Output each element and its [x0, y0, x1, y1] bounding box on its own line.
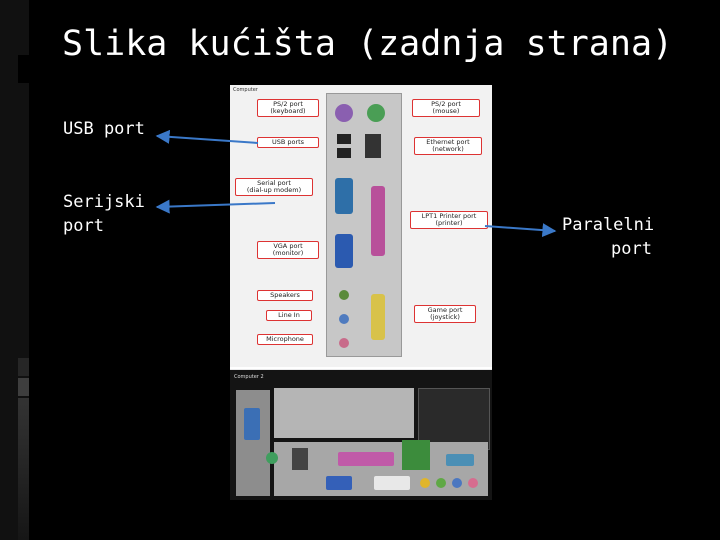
tag-vga-port: VGA port (monitor): [257, 241, 319, 259]
game-port-connector: [371, 294, 385, 340]
tag-usb-ports: USB ports: [257, 137, 319, 148]
psu-plate: [236, 390, 270, 496]
line-in-jack: [339, 314, 349, 324]
ps2-keyboard-connector: [335, 104, 353, 122]
audio-jack-yellow: [420, 478, 430, 488]
tag-serial-port: Serial port (dial-up modem): [235, 178, 313, 196]
dvi-connector-real: [374, 476, 410, 490]
parallel-connector: [371, 186, 385, 256]
serial-port-label: Serijski port: [63, 192, 145, 236]
speakers-jack: [339, 290, 349, 300]
usb-connector-2: [337, 148, 351, 158]
accent-stripe-2: [18, 378, 29, 396]
microphone-jack: [339, 338, 349, 348]
serial-connector-real: [244, 408, 260, 440]
sticker-badge: [402, 440, 430, 470]
parallel-port-label: Paralelni port: [562, 215, 655, 259]
ps2-mouse-real: [266, 452, 278, 464]
vga-connector: [335, 234, 353, 268]
accent-stripe-1: [18, 358, 29, 376]
photo-caption-bottom: Computer 2: [234, 374, 264, 380]
tag-game-port: Game port (joystick): [414, 305, 476, 323]
expansion-slots: [274, 388, 414, 438]
card-bracket: [418, 388, 490, 450]
parallel-arrow: [484, 223, 557, 238]
photo-caption-top: Computer: [233, 87, 258, 93]
audio-jack-blue: [452, 478, 462, 488]
serial-connector: [335, 178, 353, 214]
accent-stripe-3: [18, 398, 29, 540]
tag-ethernet: Ethernet port (network): [414, 137, 482, 155]
vga-connector-real: [326, 476, 352, 490]
ethernet-connector: [365, 134, 381, 158]
photo-panel-real: Computer 2: [230, 370, 492, 500]
usb-connector-1: [337, 134, 351, 144]
photo-panel-labeled: Computer PS/2 port (keyboard) USB ports …: [230, 85, 492, 369]
game-port-real: [446, 454, 474, 466]
tag-lpt1-printer: LPT1 Printer port (printer): [410, 211, 488, 229]
tag-ps2-mouse: PS/2 port (mouse): [412, 99, 480, 117]
tag-ps2-keyboard: PS/2 port (keyboard): [257, 99, 319, 117]
ps2-mouse-connector: [367, 104, 385, 122]
io-shield: [326, 93, 402, 357]
ethernet-real: [292, 448, 308, 470]
parallel-connector-real: [338, 452, 394, 466]
audio-jack-pink: [468, 478, 478, 488]
slide-title: Slika kućišta (zadnja strana): [62, 24, 674, 64]
audio-jack-green: [436, 478, 446, 488]
tag-microphone: Microphone: [257, 334, 313, 345]
tag-speakers: Speakers: [257, 290, 313, 301]
title-marker: [18, 55, 29, 83]
tag-line-in: Line In: [266, 310, 312, 321]
usb-port-label: USB port: [63, 119, 145, 139]
computer-back-panel-photo: Computer PS/2 port (keyboard) USB ports …: [230, 85, 492, 500]
